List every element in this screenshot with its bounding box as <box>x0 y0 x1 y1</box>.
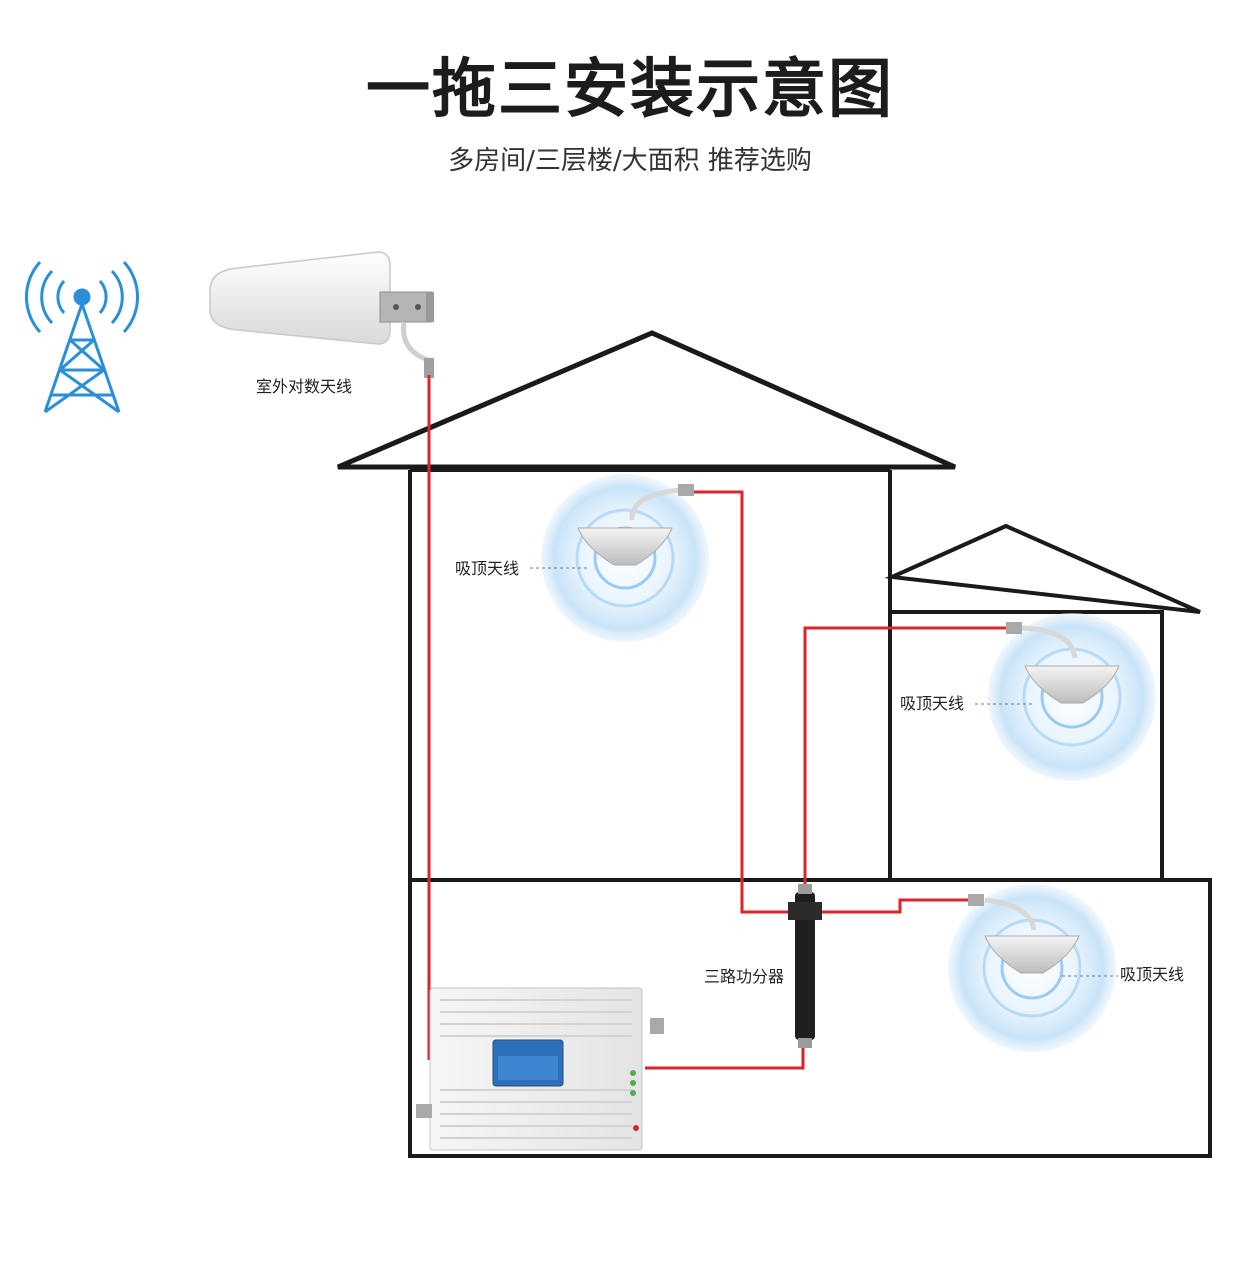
ceiling-antenna-label-1: 吸顶天线 <box>455 559 519 578</box>
ceiling-antenna-label-2: 吸顶天线 <box>900 694 964 713</box>
signal-repeater <box>416 987 664 1151</box>
coaxial-cables <box>427 375 1008 1070</box>
signal-tower-icon <box>25 260 139 414</box>
page-subtitle: 多房间/三层楼/大面积 推荐选购 <box>448 146 812 176</box>
three-way-splitter <box>788 884 822 1048</box>
outdoor-antenna-label: 室外对数天线 <box>256 377 352 396</box>
house-outline <box>337 330 1212 1158</box>
splitter-label: 三路功分器 <box>704 967 784 986</box>
page-title: 一拖三安装示意图 <box>366 53 894 127</box>
ceiling-antenna-3 <box>948 884 1118 1052</box>
ceiling-antenna-label-3: 吸顶天线 <box>1120 965 1184 984</box>
ceiling-antenna-2 <box>975 613 1156 781</box>
outdoor-log-periodic-antenna <box>209 251 434 378</box>
ceiling-antenna-1 <box>530 474 709 642</box>
